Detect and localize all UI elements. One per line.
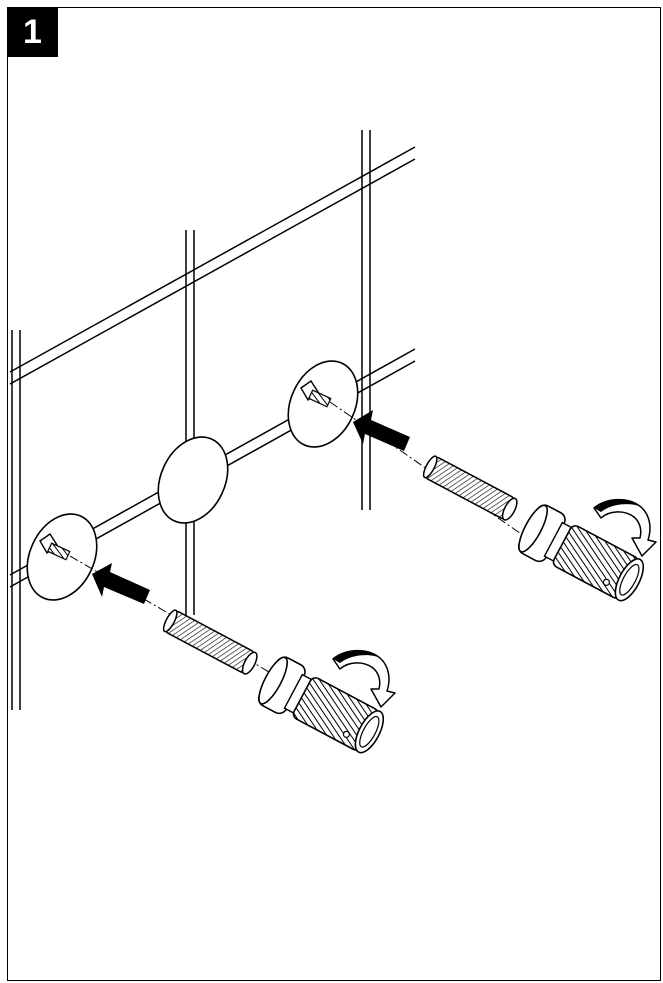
threaded-adapter-right-icon xyxy=(518,504,645,602)
insert-arrow-left-icon xyxy=(92,563,150,604)
extension-tube-left-icon xyxy=(162,609,258,675)
diagram-frame xyxy=(7,7,661,981)
threaded-adapter-left-icon xyxy=(258,656,385,754)
wall-flange-center-icon xyxy=(157,436,229,524)
insert-arrow-right-icon xyxy=(353,410,410,451)
wall-flange-left-icon xyxy=(26,513,98,601)
extension-tube-right-icon xyxy=(422,455,518,521)
step-number-badge: 1 xyxy=(7,7,58,57)
wall-flange-right-icon xyxy=(287,360,359,448)
rotate-arrow-left-icon xyxy=(332,649,396,708)
wall-tile-grid-icon xyxy=(9,130,416,710)
rotate-arrow-right-icon xyxy=(593,498,657,557)
